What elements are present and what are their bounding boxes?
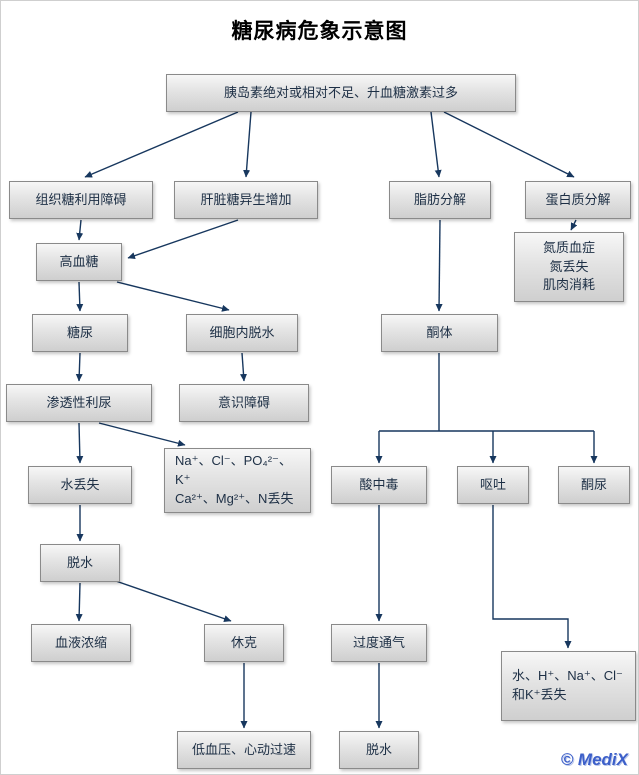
node-ketone-bodies: 酮体 xyxy=(381,314,498,352)
arrow-protein-azotemia xyxy=(570,219,578,231)
node-intracellular-dehydration: 细胞内脱水 xyxy=(186,314,298,352)
node-ion-water-loss-line1: 水、H⁺、Na⁺、Cl⁻ xyxy=(512,668,623,684)
node-glycosuria: 糖尿 xyxy=(32,314,128,352)
node-dehydration-2: 脱水 xyxy=(339,731,419,769)
arrow-liver-hyperglycemia xyxy=(127,219,239,260)
node-azotemia-line2: 氮丢失 xyxy=(549,258,589,274)
arrow-glycosuria-osmotic xyxy=(75,352,83,382)
node-ion-water-loss: 水、H⁺、Na⁺、Cl⁻ 和K⁺丢失 xyxy=(501,651,636,721)
node-hyperglycemia: 高血糖 xyxy=(36,243,122,281)
node-shock: 休克 xyxy=(204,624,284,662)
node-dehydration: 脱水 xyxy=(40,544,120,582)
node-azotemia-line1: 氮质血症 xyxy=(542,239,595,255)
arrow-osmotic-electrolyte xyxy=(98,422,186,447)
node-lipolysis: 脂肪分解 xyxy=(389,181,491,219)
node-azotemia: 氮质血症 氮丢失 肌肉消耗 xyxy=(514,232,624,302)
arrow-dehydration-shock xyxy=(112,579,232,623)
arrow-celldehydration-consciousness xyxy=(240,352,247,382)
node-proteolysis: 蛋白质分解 xyxy=(525,181,631,219)
arrow-root-protein xyxy=(443,111,575,178)
node-hepatic-gluconeogenesis: 肝脏糖异生增加 xyxy=(174,181,318,219)
node-tissue-glucose-utilization: 组织糖利用障碍 xyxy=(9,181,153,219)
node-hypotension-tachycardia: 低血压、心动过速 xyxy=(177,731,311,769)
node-consciousness-disorder: 意识障碍 xyxy=(179,384,309,422)
arrow-root-fat xyxy=(430,111,442,178)
diagram-title: 糖尿病危象示意图 xyxy=(231,20,408,43)
node-ketonuria: 酮尿 xyxy=(558,466,630,504)
arrow-dehydration-hemoconcentration xyxy=(75,582,83,622)
node-water-loss: 水丢失 xyxy=(28,466,132,504)
node-root: 胰岛素绝对或相对不足、升血糖激素过多 xyxy=(166,74,516,112)
arrow-root-tissue xyxy=(84,111,239,178)
node-azotemia-line3: 肌肉消耗 xyxy=(542,277,595,293)
arrow-tissue-hyperglycemia xyxy=(76,219,84,241)
node-hemoconcentration: 血液浓缩 xyxy=(31,624,131,662)
node-vomiting: 呕吐 xyxy=(457,466,529,504)
arrow-vomiting-ionloss xyxy=(492,505,572,649)
node-ion-water-loss-line2: 和K⁺丢失 xyxy=(512,687,567,702)
node-electrolyte-loss: Na⁺、Cl⁻、PO₄²⁻、K⁺ Ca²⁺、Mg²⁺、N丢失 xyxy=(164,448,311,513)
node-acidosis: 酸中毒 xyxy=(331,466,427,504)
arrow-fat-ketone xyxy=(435,219,443,312)
node-electrolyte-loss-line2: Ca²⁺、Mg²⁺、N丢失 xyxy=(175,490,294,506)
medix-watermark: © MediX xyxy=(560,750,628,769)
arrow-osmotic-waterloss xyxy=(76,422,84,464)
node-hyperventilation: 过度通气 xyxy=(331,624,427,662)
arrow-hyperglycemia-celldehydration xyxy=(116,281,230,312)
arrow-root-liver xyxy=(243,111,252,178)
node-electrolyte-loss-line1: Na⁺、Cl⁻、PO₄²⁻、K⁺ xyxy=(175,453,292,488)
node-osmotic-diuresis: 渗透性利尿 xyxy=(6,384,152,422)
arrow-hyperglycemia-glycosuria xyxy=(76,281,84,312)
